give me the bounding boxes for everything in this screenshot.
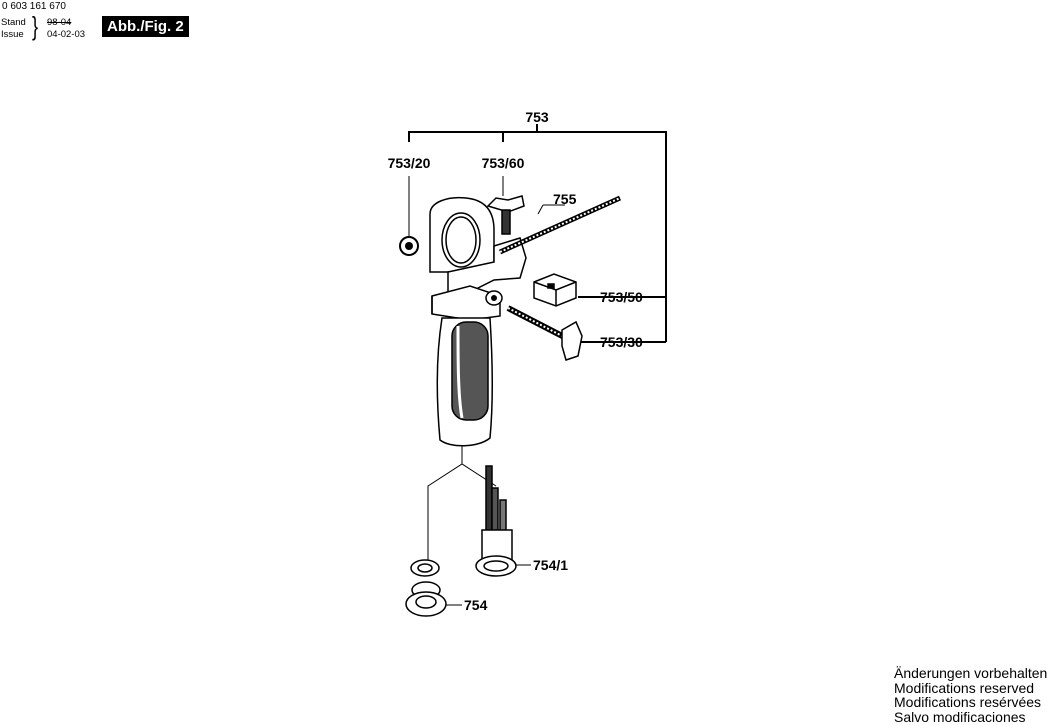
part-number: 0 603 161 670 (2, 1, 66, 12)
leader-lines (408, 124, 667, 343)
label-753: 753 (525, 109, 549, 125)
nut-754-upper-icon (410, 559, 440, 577)
thin-leaders (408, 176, 565, 606)
leader-depth-stop-group (427, 463, 497, 566)
depth-stop-754-1-icon (475, 465, 517, 577)
wing-screw-753-30-icon (506, 305, 583, 361)
figure-label: Abb./Fig. 2 (102, 16, 189, 37)
auxiliary-handle-icon (429, 196, 527, 447)
wing-bolt-753-60-icon (486, 195, 525, 235)
stand-date: 98-04 (47, 17, 71, 28)
note-es: Salvo modificaciones (894, 708, 1026, 725)
note-fr: Modifications resérvées (894, 694, 1042, 710)
label-753-20: 753/20 (388, 155, 431, 171)
issue-label: Issue (1, 29, 24, 40)
washer-753-20-icon (399, 236, 419, 256)
note-de: Änderungen vorbehalten (894, 665, 1048, 681)
stand-label: Stand (1, 17, 26, 28)
nut-754-lower-icon (405, 581, 447, 617)
brace-icon: } (32, 11, 39, 41)
shank-nut-icon (485, 290, 503, 306)
issue-date: 04-02-03 (47, 29, 86, 40)
label-753-50: 753/50 (600, 289, 643, 305)
label-755: 755 (553, 191, 577, 207)
label-754-1: 754/1 (533, 557, 568, 573)
stand-date-value: 98-04 (47, 17, 72, 28)
label-754: 754 (464, 597, 488, 613)
depth-rod-755-icon (498, 195, 622, 255)
note-en: Modifications reserved (894, 679, 1035, 696)
clamp-block-753-50-icon (533, 273, 577, 307)
modification-notes: Änderungen vorbehalten Modifications res… (894, 666, 1047, 724)
leader-755-tip (537, 204, 544, 215)
label-753-30: 753/30 (600, 334, 643, 350)
label-753-60: 753/60 (482, 155, 525, 171)
